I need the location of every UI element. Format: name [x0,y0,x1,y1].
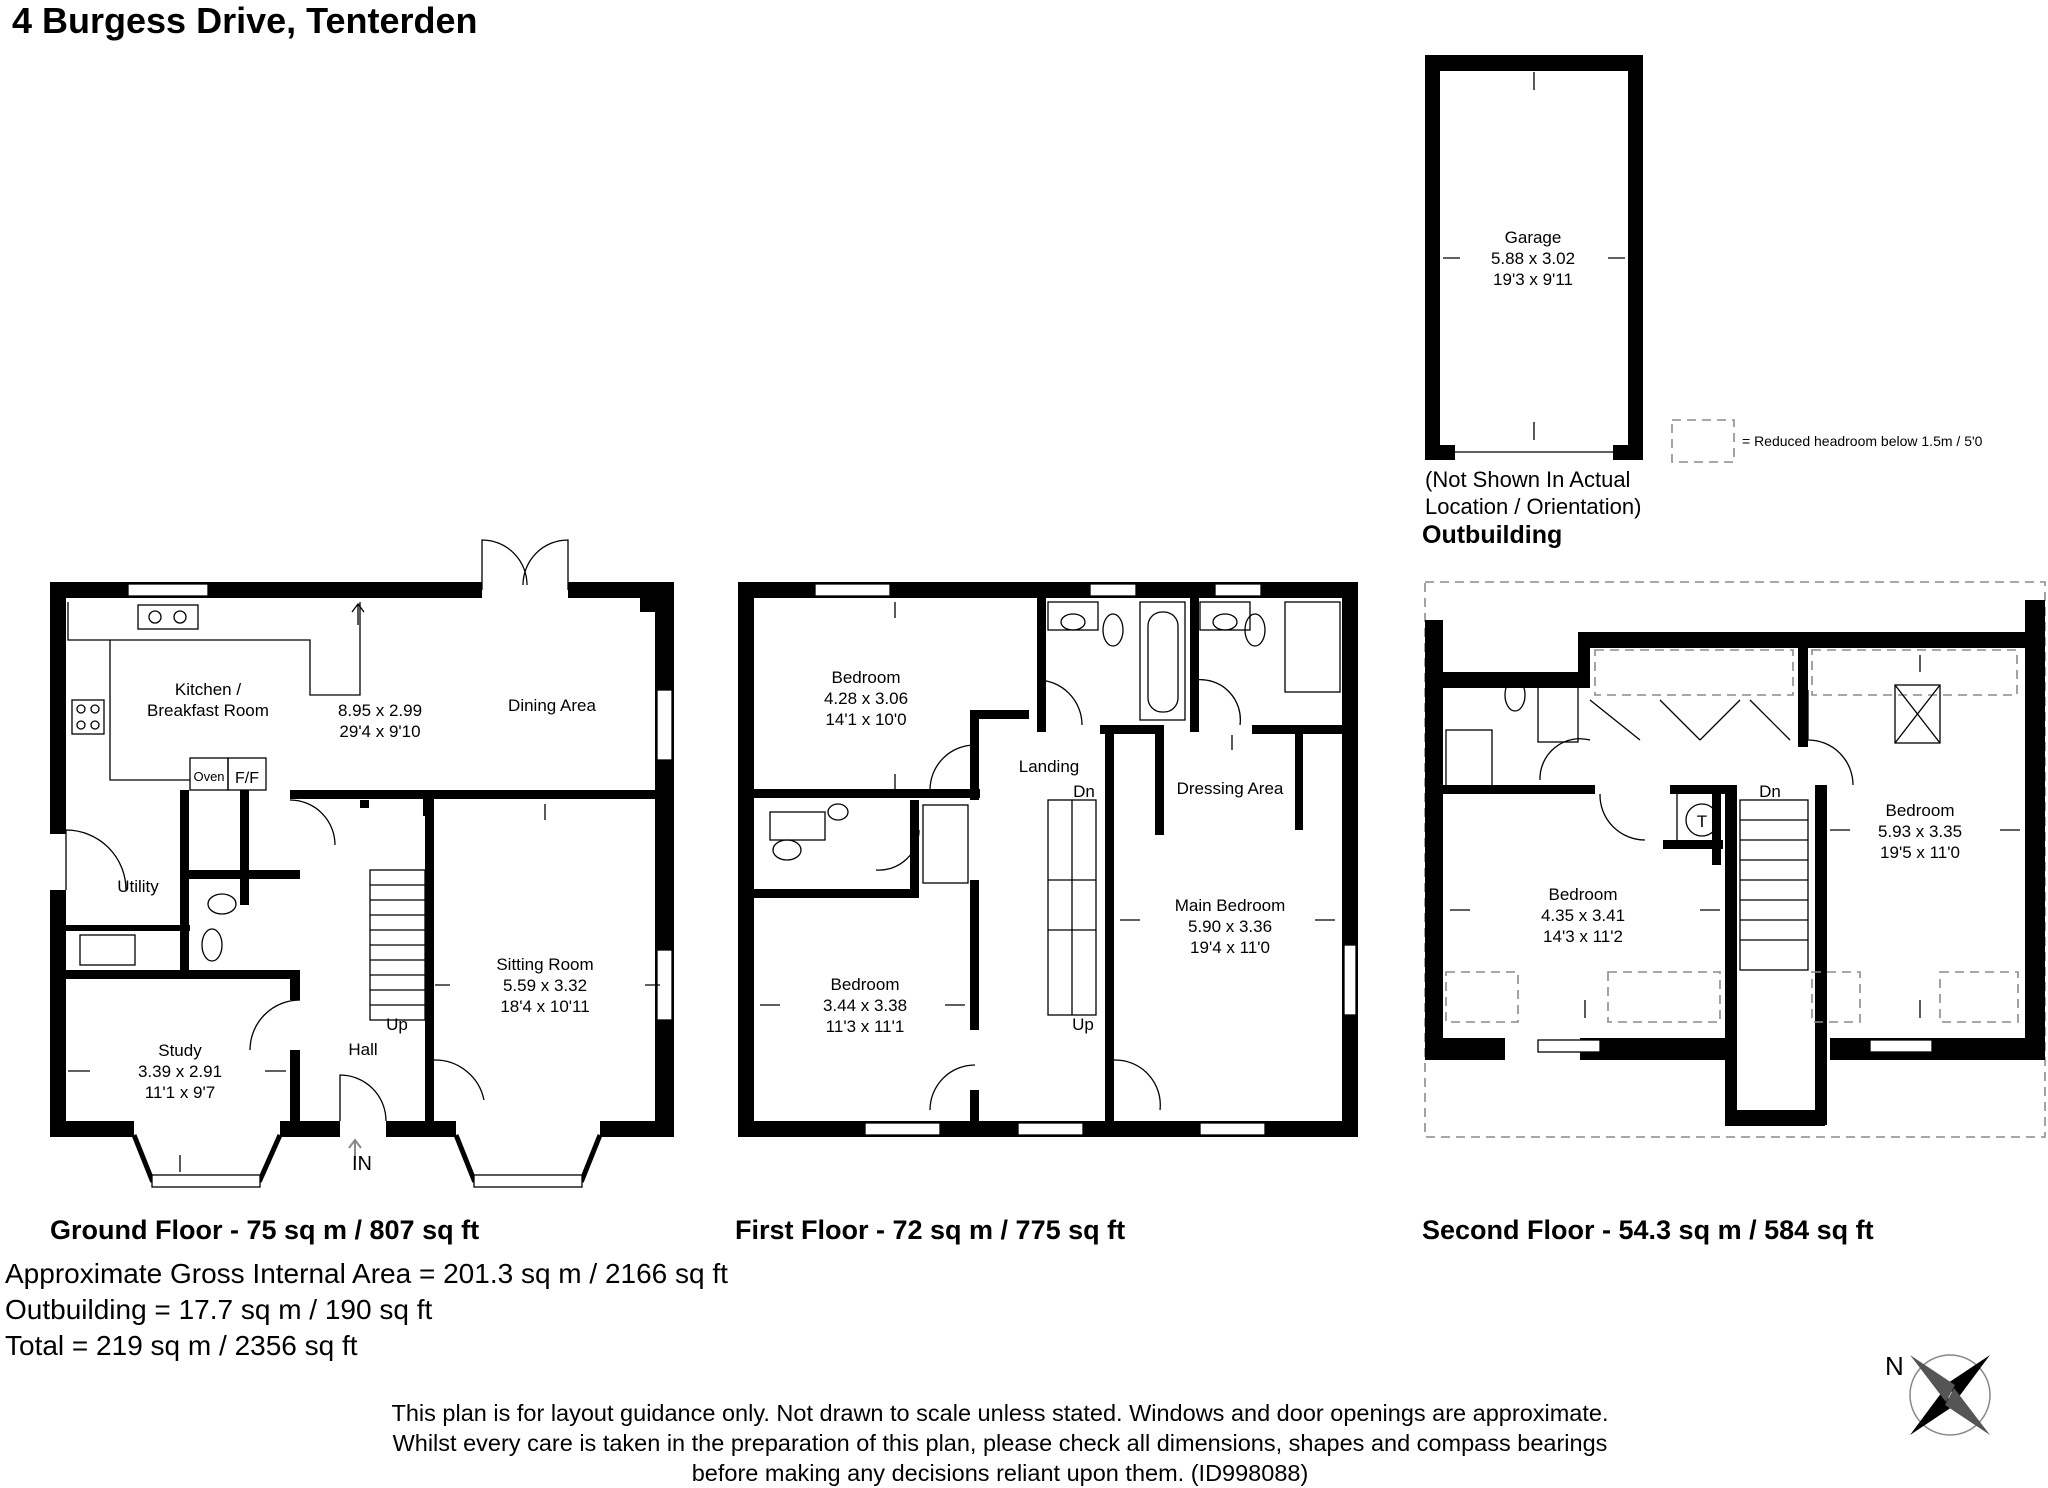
kitchen-label: Kitchen / [175,680,241,699]
gross-internal-area: Approximate Gross Internal Area = 201.3 … [5,1258,728,1289]
reduced-headroom-legend-swatch [1671,419,1735,463]
total-area: Total = 219 sq m / 2356 sq ft [5,1330,358,1361]
second-bedroom-left-imperial: 14'3 x 11'2 [1543,927,1623,946]
landing-label: Landing [1019,757,1080,776]
ground-stairs-up-label: Up [386,1015,408,1034]
kitchen-imperial: 29'4 x 9'10 [339,722,420,741]
compass-north-label: N [1885,1351,1904,1381]
sitting-room-imperial: 18'4 x 10'11 [500,997,589,1016]
second-bedroom-left-label: Bedroom [1549,885,1618,904]
outbuilding-note-line1: (Not Shown In Actual [1425,467,1630,492]
first-bedroom-front-metric: 4.28 x 3.06 [824,689,908,708]
main-bedroom-label: Main Bedroom [1175,896,1286,915]
dressing-area-label: Dressing Area [1177,779,1284,798]
study-imperial: 11'1 x 9'7 [145,1083,215,1102]
kitchen-label-line2: Breakfast Room [147,701,269,720]
tank-label: T [1697,812,1707,831]
outbuilding-area: Outbuilding = 17.7 sq m / 190 sq ft [5,1294,433,1325]
fridge-freezer-label: F/F [235,770,259,787]
first-stairs-up-label: Up [1072,1015,1094,1034]
study-label: Study [158,1041,202,1060]
first-floor-plan [738,582,1358,1137]
main-bedroom-imperial: 19'4 x 11'0 [1190,938,1270,957]
sitting-room-label: Sitting Room [496,955,593,974]
sitting-room-metric: 5.59 x 3.32 [503,976,587,995]
oven-label: Oven [193,769,224,784]
outbuilding-note-line2: Location / Orientation) [1425,494,1641,519]
second-floor-plan [1424,581,2046,1138]
first-bedroom-rear-label: Bedroom [831,975,900,994]
second-floor-caption: Second Floor - 54.3 sq m / 584 sq ft [1422,1215,1874,1245]
second-bedroom-right-imperial: 19'5 x 11'0 [1880,843,1960,862]
kitchen-metric: 8.95 x 2.99 [338,701,422,720]
second-bedroom-left-metric: 4.35 x 3.41 [1541,906,1625,925]
garage-label: Garage [1505,228,1562,247]
garage-imperial: 19'3 x 9'11 [1493,270,1573,289]
second-bedroom-right-label: Bedroom [1886,801,1955,820]
utility-label: Utility [117,877,159,896]
outbuilding-label: Outbuilding [1422,521,1562,549]
page-title: 4 Burgess Drive, Tenterden [12,0,478,41]
ground-floor-caption: Ground Floor - 75 sq m / 807 sq ft [50,1215,480,1245]
first-bedroom-front-imperial: 14'1 x 10'0 [825,710,906,729]
first-stairs-dn-label: Dn [1073,782,1095,801]
entrance-label: IN [352,1153,372,1175]
study-metric: 3.39 x 2.91 [138,1062,222,1081]
garage-metric: 5.88 x 3.02 [1491,249,1575,268]
dining-area-label: Dining Area [508,696,596,715]
second-stairs-dn-label: Dn [1759,782,1781,801]
reduced-headroom-legend-text: = Reduced headroom below 1.5m / 5'0 [1742,433,1983,449]
first-bedroom-front-label: Bedroom [832,668,901,687]
hall-label: Hall [348,1040,377,1059]
first-bedroom-rear-metric: 3.44 x 3.38 [823,996,907,1015]
garage-plan [1425,55,1643,460]
second-bedroom-right-metric: 5.93 x 3.35 [1878,822,1962,841]
first-floor-caption: First Floor - 72 sq m / 775 sq ft [735,1215,1126,1245]
ground-floor-plan [50,539,674,1188]
compass-rose: N [1885,1351,1991,1436]
main-bedroom-metric: 5.90 x 3.36 [1188,917,1272,936]
disclaimer-text: This plan is for layout guidance only. N… [391,1400,1609,1486]
first-bedroom-rear-imperial: 11'3 x 11'1 [826,1017,905,1036]
